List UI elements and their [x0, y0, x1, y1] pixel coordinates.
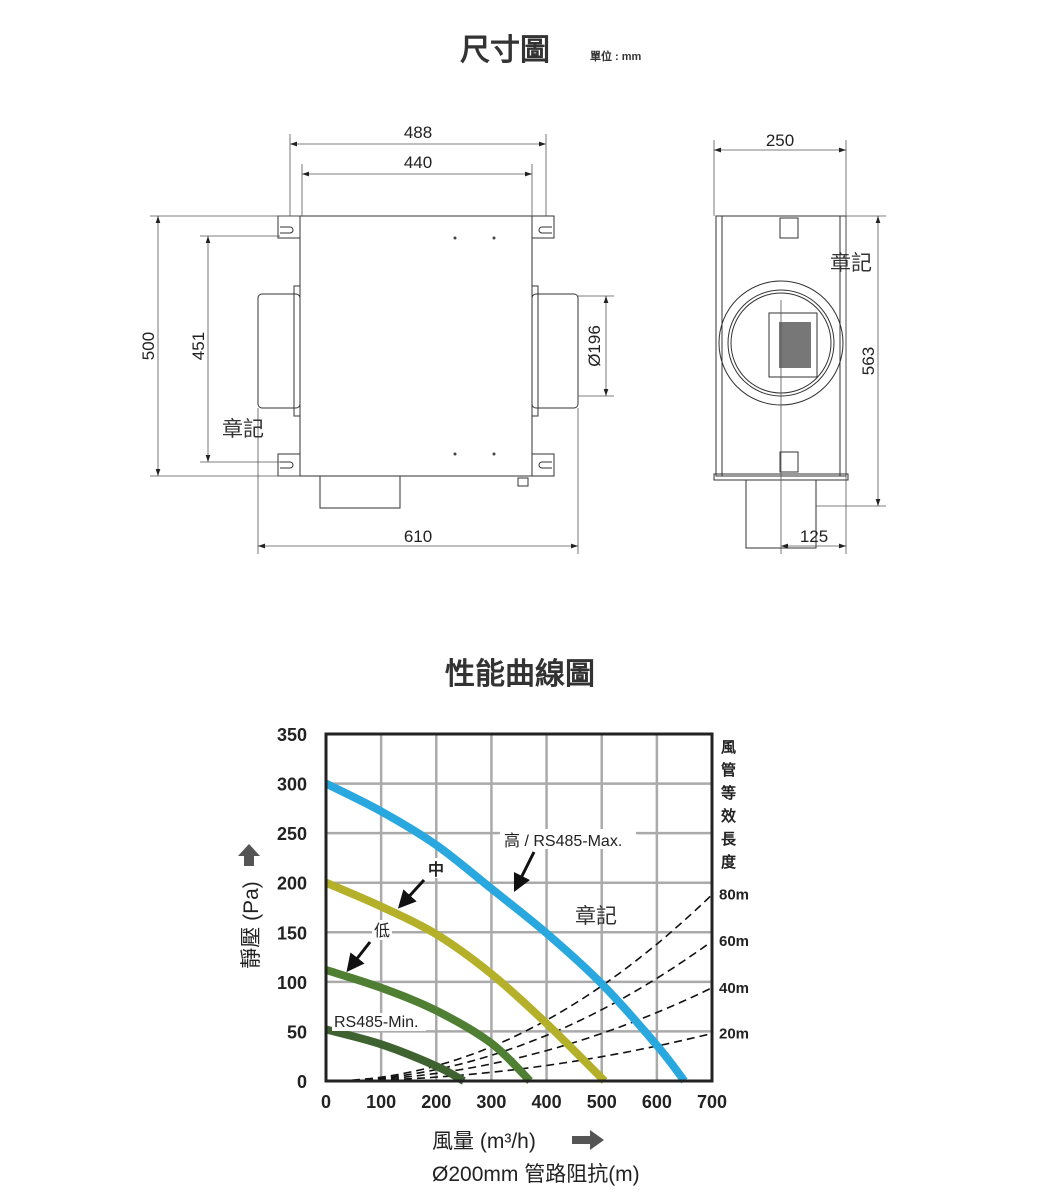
duct-line-60m — [326, 940, 713, 1082]
watermark: 章記 — [830, 252, 872, 275]
dim-width-inner: 440 — [404, 153, 432, 172]
right-label-char: 管 — [721, 761, 736, 779]
label-low: 低 — [374, 922, 390, 940]
x-axis-label-secondary: Ø200mm 管路阻抗(m) — [432, 1163, 640, 1186]
x-tick-label: 100 — [366, 1092, 396, 1112]
x-tick-label: 300 — [476, 1092, 506, 1112]
curve-series-2 — [324, 966, 533, 1084]
x-axis-label: 風量 (m³/h) — [432, 1130, 536, 1153]
label-mid: 中 — [428, 860, 444, 879]
y-tick-label: 0 — [297, 1072, 307, 1092]
y-tick-label: 350 — [277, 725, 307, 745]
curve-series-1 — [324, 879, 608, 1084]
chart-title: 性能曲線圖 — [445, 657, 595, 691]
right-label-char: 度 — [721, 853, 737, 871]
watermark: 章記 — [222, 418, 264, 441]
watermark: 章記 — [575, 905, 617, 928]
dim-duct-diameter: Ø196 — [585, 325, 604, 367]
dim-side-width: 250 — [766, 131, 794, 150]
duct-length-label: 80m — [719, 887, 749, 904]
duct-line-40m — [326, 987, 713, 1082]
y-tick-label: 100 — [277, 973, 307, 993]
front-view: 488 440 500 451 Ø196 610 章記 — [139, 123, 614, 554]
x-tick-label: 500 — [587, 1092, 617, 1112]
dim-side-height: 563 — [859, 347, 878, 375]
y-tick-label: 200 — [277, 874, 307, 894]
right-label-char: 風 — [721, 739, 736, 756]
y-tick-label: 50 — [287, 1022, 307, 1042]
right-label-char: 效 — [721, 807, 737, 825]
y-tick-label: 150 — [277, 923, 307, 943]
dim-height-inner: 451 — [189, 332, 208, 360]
right-label-char: 長 — [721, 831, 737, 848]
x-tick-label: 600 — [642, 1092, 672, 1112]
dim-outlet-offset: 125 — [800, 527, 828, 546]
x-tick-label: 0 — [321, 1092, 331, 1112]
x-tick-label: 200 — [421, 1092, 451, 1112]
curve-labels: 高 / RS485-Max. 中 低 RS485-Min. 章記 — [332, 829, 636, 1031]
label-high: 高 / RS485-Max. — [504, 832, 622, 850]
tick-labels: 0 100 200 300 400 500 600 700 0 50 100 150 200 250 300… — [277, 725, 727, 1112]
label-min: RS485-Min. — [334, 1014, 418, 1031]
duct-length-label: 40m — [719, 980, 749, 997]
y-tick-label: 250 — [277, 824, 307, 844]
y-tick-label: 300 — [277, 775, 307, 795]
unit-label: 單位 : mm — [590, 49, 642, 63]
arrow-up-icon — [238, 844, 260, 866]
duct-length-label: 60m — [719, 933, 749, 950]
dim-height-outer: 500 — [139, 332, 158, 360]
x-tick-label: 400 — [532, 1092, 562, 1112]
plot-frame — [324, 732, 714, 1083]
x-tick-label: 700 — [697, 1092, 727, 1112]
y-axis-label: 靜壓 (Pa) — [240, 881, 263, 969]
right-label-char: 等 — [721, 784, 736, 802]
duct-line-80m — [326, 894, 713, 1082]
drawing-title: 尺寸圖 — [460, 34, 550, 67]
performance-curves — [324, 779, 688, 1085]
side-view: 250 563 125 章記 — [713, 131, 886, 554]
dimension-drawing: 尺寸圖 單位 : mm 488 440 500 451 Ø196 610 — [139, 34, 886, 554]
dim-total-length: 610 — [404, 527, 432, 546]
curve-series-3 — [324, 1025, 466, 1085]
duct-length-label: 20m — [719, 1025, 749, 1042]
dim-width-outer: 488 — [404, 123, 432, 142]
arrow-right-icon — [572, 1130, 604, 1150]
duct-resistance-lines: 80m 60m 40m 20m — [326, 887, 749, 1082]
curve-series-0 — [324, 779, 688, 1084]
